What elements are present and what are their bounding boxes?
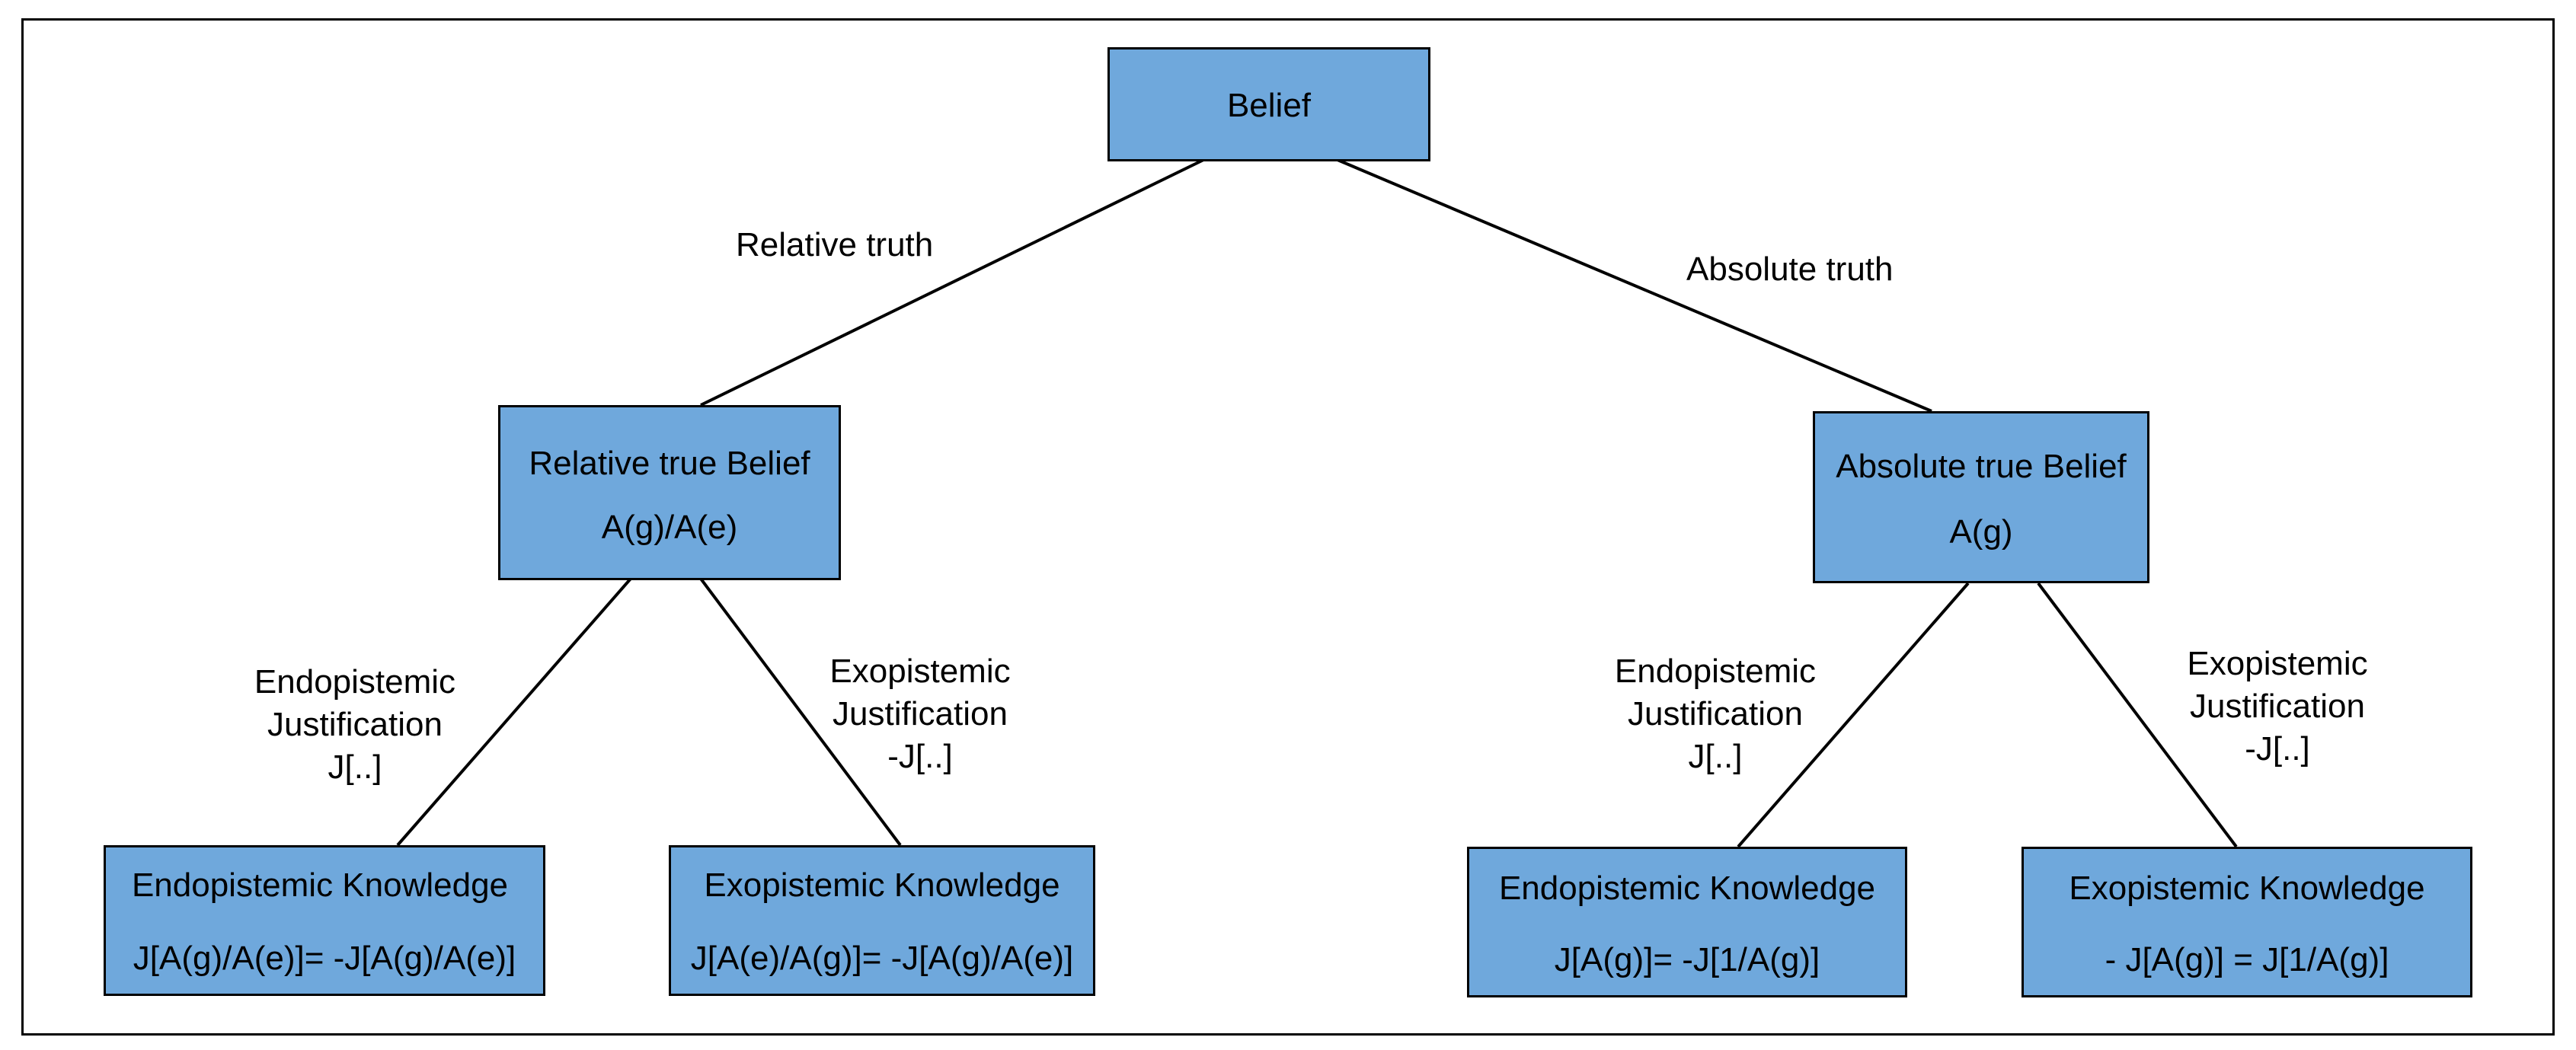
node-absolute-formula: A(g) xyxy=(1949,513,2013,551)
node-absolute-exopistemic-knowledge: Exopistemic Knowledge - J[A(g)] = J[1/A(… xyxy=(2021,847,2472,997)
edge-belief-relative xyxy=(700,158,1204,407)
label-line: Endopistemic xyxy=(254,663,456,701)
node-relative-endopistemic-knowledge: Endopistemic Knowledge J[A(g)/A(e)]= -J[… xyxy=(104,845,545,996)
label-line: -J[..] xyxy=(2245,730,2310,768)
node-rel-endo-title: Endopistemic Knowledge xyxy=(131,866,509,904)
label-line: Justification xyxy=(1628,695,1803,732)
node-abs-endo-formula: J[A(g)]= -J[1/A(g)] xyxy=(1554,941,1820,978)
label-line: Exopistemic xyxy=(829,653,1011,690)
node-abs-exo-formula: - J[A(g)] = J[1/A(g)] xyxy=(2105,941,2389,978)
node-belief: Belief xyxy=(1107,47,1430,161)
node-rel-endo-formula: J[A(g)/A(e)]= -J[A(g)/A(e)] xyxy=(133,940,516,977)
edge-label-absolute-exopistemic: Exopistemic Justification -J[..] xyxy=(2156,643,2399,771)
label-line: J[..] xyxy=(1688,738,1743,775)
label-line: Justification xyxy=(833,695,1008,732)
node-rel-exo-formula: J[A(e)/A(g)]= -J[A(g)/A(e)] xyxy=(690,940,1074,977)
label-line: J[..] xyxy=(328,748,382,786)
edge-belief-absolute xyxy=(1337,158,1932,413)
diagram-frame xyxy=(21,18,2555,1036)
node-abs-endo-title: Endopistemic Knowledge xyxy=(1498,870,1876,907)
edge-label-relative-endopistemic: Endopistemic Justification J[..] xyxy=(233,661,477,789)
node-absolute-true-belief: Absolute true Belief A(g) xyxy=(1813,411,2149,583)
node-rel-exo-title: Exopistemic Knowledge xyxy=(704,866,1060,904)
edge-relative-endo xyxy=(396,577,632,847)
label-line: Justification xyxy=(267,706,443,743)
edge-absolute-exo xyxy=(2037,582,2238,848)
node-absolute-endopistemic-knowledge: Endopistemic Knowledge J[A(g)]= -J[1/A(g… xyxy=(1467,847,1907,997)
edge-absolute-endo xyxy=(1737,582,1970,848)
edge-label-relative-truth: Relative truth xyxy=(736,226,934,263)
node-abs-exo-title: Exopistemic Knowledge xyxy=(2069,870,2425,907)
node-relative-title: Relative true Belief xyxy=(529,445,810,482)
node-relative-formula: A(g)/A(e) xyxy=(601,509,738,546)
edge-label-absolute-endopistemic: Endopistemic Justification J[..] xyxy=(1593,650,1837,778)
edge-label-relative-exopistemic: Exopistemic Justification -J[..] xyxy=(798,650,1042,778)
node-absolute-title: Absolute true Belief xyxy=(1836,448,2127,485)
label-line: -J[..] xyxy=(887,738,953,775)
node-relative-true-belief: Relative true Belief A(g)/A(e) xyxy=(498,405,841,580)
node-belief-title: Belief xyxy=(1226,87,1312,124)
edge-label-absolute-truth: Absolute truth xyxy=(1686,251,1894,288)
label-line: Justification xyxy=(2190,688,2365,725)
label-line: Exopistemic xyxy=(2187,645,2368,682)
node-relative-exopistemic-knowledge: Exopistemic Knowledge J[A(e)/A(g)]= -J[A… xyxy=(669,845,1095,996)
edge-relative-exo xyxy=(699,577,902,847)
label-line: Endopistemic xyxy=(1614,653,1817,690)
